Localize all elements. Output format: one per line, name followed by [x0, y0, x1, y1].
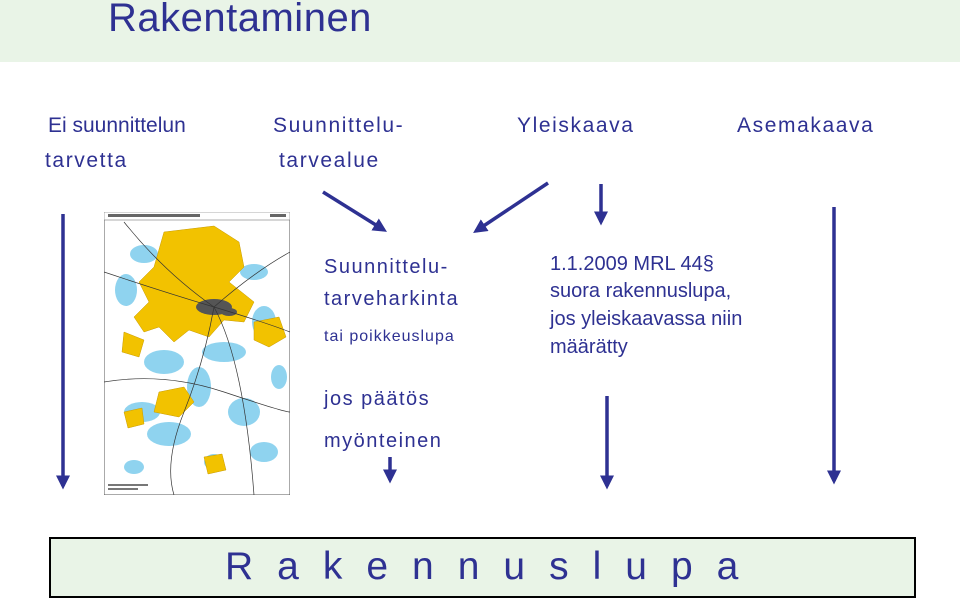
law-line2: suora rakennuslupa, [550, 280, 732, 302]
law-line1: 1.1.2009 MRL 44§ [550, 253, 714, 275]
map-roads [104, 221, 290, 495]
arrow-planning-area-diagonal [322, 190, 387, 232]
title-band [0, 0, 960, 62]
header-detailed-plan: Asemakaava [737, 114, 875, 137]
law-line3: jos yleiskaavassa niin [550, 308, 743, 330]
law-line4: määrätty [550, 336, 628, 358]
header-general-plan: Yleiskaava [517, 114, 635, 137]
assessment-line1: Suunnittelu- [324, 256, 449, 278]
page-title: Rakentaminen [108, 0, 372, 40]
planning-area-map [104, 212, 290, 495]
map-date-mark [270, 214, 286, 217]
arrow-general-plan-diagonal [473, 181, 549, 233]
header-no-planning-line1: Ei suunnittelun [48, 114, 186, 137]
header-planning-area-line2: tarvealue [279, 149, 380, 172]
decision-line1: jos päätös [324, 388, 431, 410]
header-planning-area-line1: Suunnittelu- [273, 114, 405, 137]
map-legend-line2 [108, 488, 138, 490]
building-permit-box: Rakennuslupa [49, 537, 916, 598]
decision-line2: myönteinen [324, 430, 443, 452]
building-permit-label: Rakennuslupa [225, 545, 763, 588]
header-no-planning-line2: tarvetta [45, 149, 128, 172]
map-legend-line1 [108, 484, 148, 486]
assessment-line2: tarveharkinta [324, 288, 460, 310]
map-header-text-mark [108, 214, 200, 217]
exception-permit-text: tai poikkeuslupa [324, 328, 455, 345]
